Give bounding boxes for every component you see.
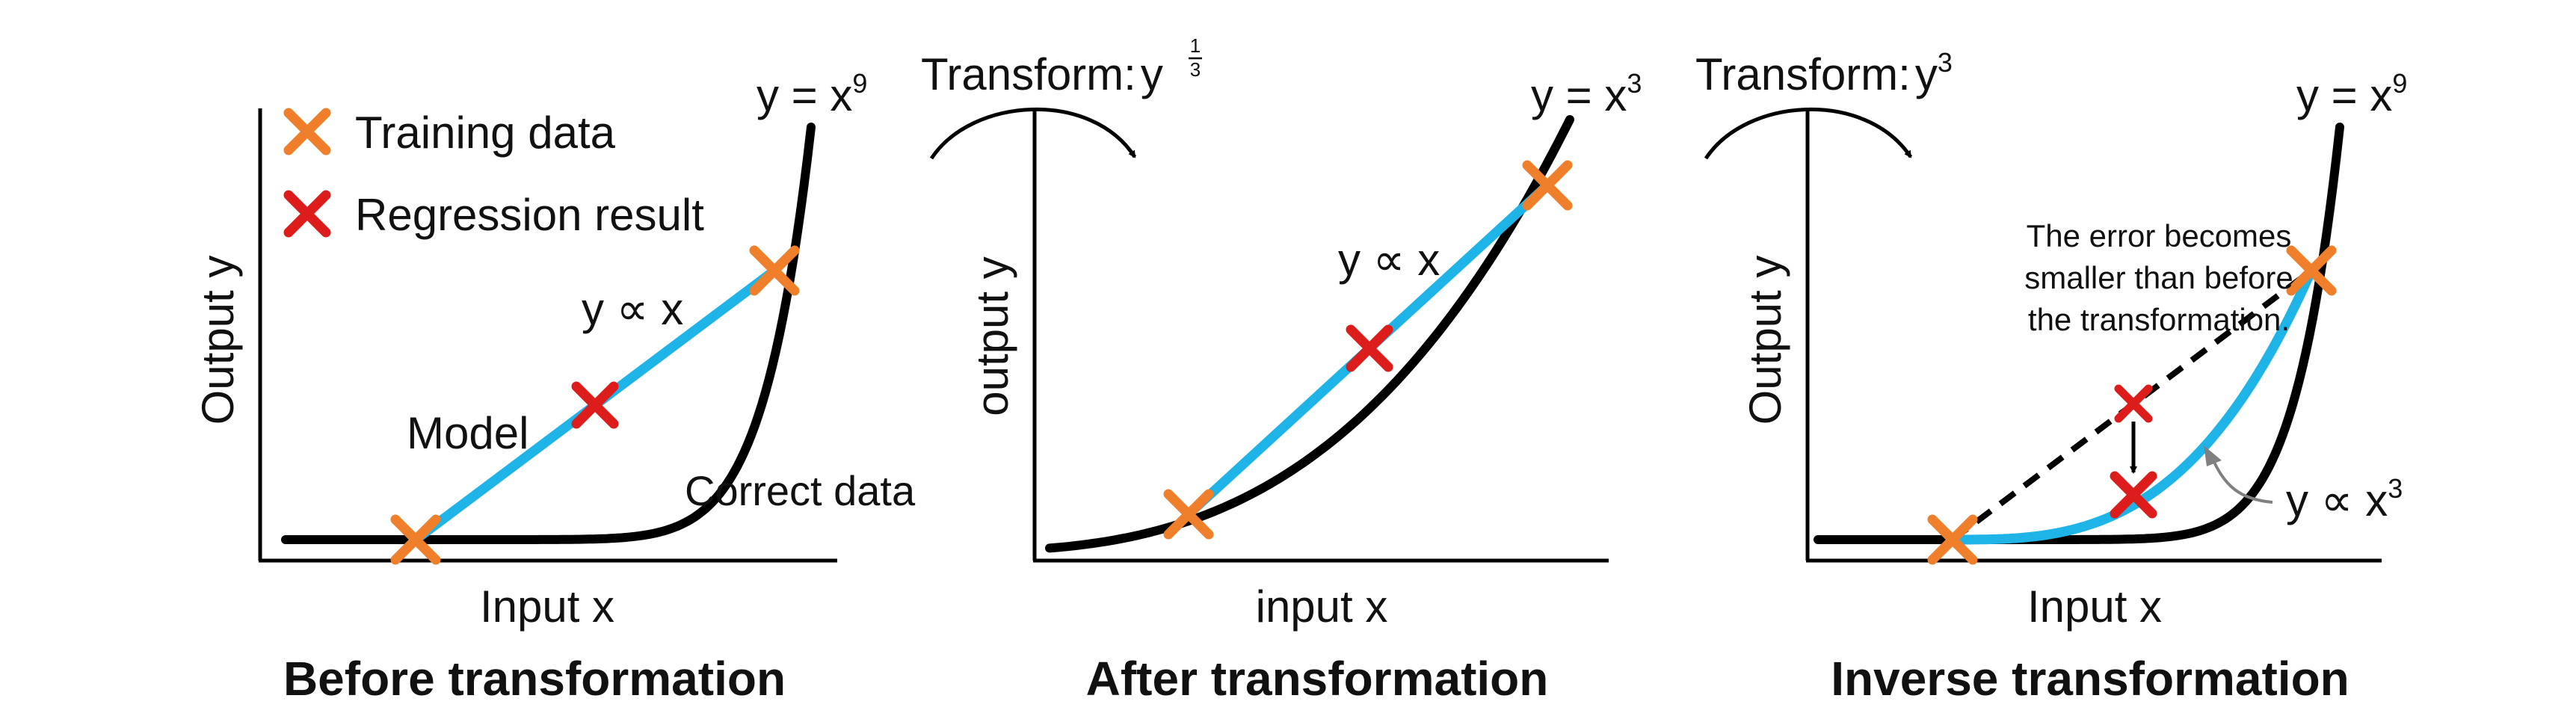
relation-pointer-arrowhead <box>2204 445 2222 466</box>
regression-point-1 <box>571 381 619 429</box>
correct-data-curve-1 <box>281 123 816 544</box>
training-point-2b <box>1522 160 1573 211</box>
legend-regression-label: Regression result <box>355 190 704 240</box>
curve-label-1: y = x9 <box>757 68 867 120</box>
model-relation-2: y ∝ x <box>1338 235 1440 285</box>
caption-2: After transformation <box>1086 652 1549 706</box>
x-axis-label-2: input x <box>1256 582 1388 632</box>
curve-label-2: y = x3 <box>1531 68 1642 120</box>
x-axis-label-3: Input x <box>2027 582 2162 632</box>
caption-1: Before transformation <box>283 652 786 706</box>
model-relation-3: y ∝ x3 <box>2286 473 2403 525</box>
y-axis-label-1: Output y <box>193 256 243 425</box>
correct-data-curve-2 <box>1045 115 1574 553</box>
regression-point-before <box>2114 384 2153 423</box>
y-axis-label-2: output y <box>967 256 1017 416</box>
model-relation-1: y ∝ x <box>582 284 683 334</box>
y-axis-label-3: Output y <box>1740 256 1790 425</box>
transform-label-3: Transform:y3 <box>1695 47 1953 99</box>
training-point-3a <box>1927 514 1978 565</box>
training-point-3b <box>2286 245 2337 296</box>
legend-regression-marker <box>283 190 331 238</box>
transform-arrow-2 <box>929 108 1137 160</box>
legend-training-label: Training data <box>355 108 616 158</box>
regression-point-after <box>2110 471 2157 519</box>
caption-3: Inverse transformation <box>1831 652 2349 706</box>
training-point-1a <box>390 514 441 565</box>
training-point-2a <box>1163 489 1214 540</box>
note-line-2: smaller than before <box>2024 260 2293 295</box>
legend-training-marker <box>283 108 331 155</box>
x-axis-label-1: Input x <box>480 582 614 632</box>
panel-after: Transform:y 1 3 y = x3 y ∝ x output y in… <box>921 34 1642 706</box>
note-line-1: The error becomes <box>2027 218 2292 253</box>
curve-label-3: y = x9 <box>2296 68 2407 120</box>
transform-exponent-denominator: 3 <box>1190 58 1201 81</box>
transform-arrow-3 <box>1704 108 1913 160</box>
regression-point-2 <box>1346 324 1393 372</box>
legend: Training data Regression result <box>283 108 704 240</box>
transform-label-2: Transform:y <box>921 49 1163 99</box>
correct-data-label: Correct data <box>685 467 916 514</box>
panel-before: Training data Regression result y = x9 y… <box>193 68 916 706</box>
transform-exponent-numerator: 1 <box>1190 34 1201 57</box>
relation-pointer-arrow <box>2211 458 2273 504</box>
panel-inverse: Transform:y3 The error becomes smaller t… <box>1695 47 2407 706</box>
note-line-3: the transformation. <box>2028 302 2290 337</box>
training-point-1b <box>749 245 800 296</box>
model-curve-3 <box>1947 265 2317 545</box>
model-label: Model <box>407 408 529 458</box>
